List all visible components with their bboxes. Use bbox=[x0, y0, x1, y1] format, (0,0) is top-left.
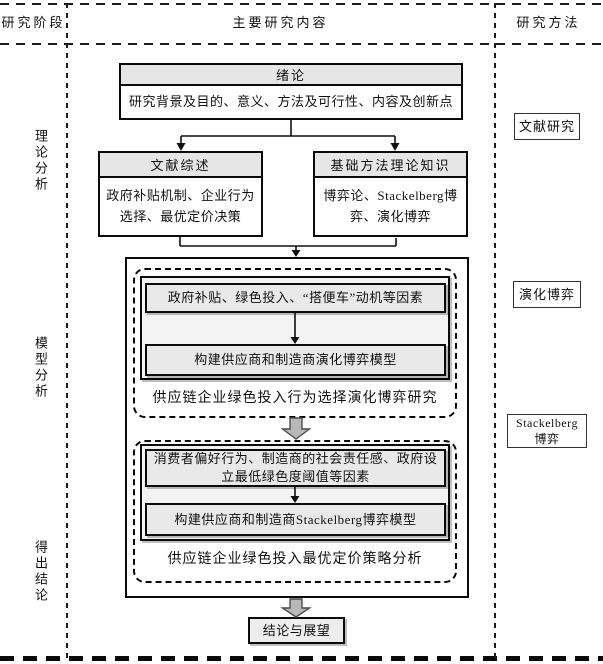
block-arrow-to-conclusion bbox=[280, 598, 312, 618]
stage-label-theory-analysis: 理论分析 bbox=[33, 129, 48, 193]
bottom-dashed-divider bbox=[0, 656, 603, 661]
merge-connector bbox=[179, 237, 397, 251]
stackelberg-model-box: 构建供应商和制造商Stackelberg博弈模型 bbox=[145, 503, 446, 536]
evolution-model-box: 构建供应商和制造商演化博弈模型 bbox=[145, 344, 446, 376]
method-box-literature-research: 文献研究 bbox=[514, 113, 580, 140]
literature-review-title: 文献综述 bbox=[100, 153, 261, 178]
literature-review-body: 政府补贴机制、企业行为选择、最优定价决策 bbox=[106, 188, 255, 224]
stage-label-conclusion: 得出结论 bbox=[33, 540, 48, 604]
header-dashed-divider bbox=[0, 43, 603, 45]
arrowhead-to-theory bbox=[390, 143, 400, 151]
column-header-content: 主要研究内容 bbox=[232, 15, 329, 30]
evolution-group-caption: 供应链企业绿色投入行为选择演化博弈研究 bbox=[152, 391, 438, 406]
arrowhead-to-model-container bbox=[291, 250, 301, 257]
column-header-stage: 研究阶段 bbox=[1, 15, 66, 30]
column-header-method: 研究方法 bbox=[516, 15, 581, 30]
basic-theory-title: 基础方法理论知识 bbox=[315, 153, 466, 178]
literature-review-box: 文献综述 政府补贴机制、企业行为选择、最优定价决策 bbox=[98, 151, 263, 237]
stage-label-model-analysis: 模型分析 bbox=[33, 336, 48, 400]
arrowhead-to-literature bbox=[176, 143, 186, 151]
intro-title: 绪论 bbox=[121, 65, 461, 86]
method-box-stackelberg-game: Stackelberg博弈 bbox=[507, 414, 587, 448]
stackelberg-group-caption: 供应链企业绿色投入最优定价策略分析 bbox=[167, 552, 423, 567]
conclusion-box: 结论与展望 bbox=[248, 617, 345, 644]
intro-body: 研究背景及目的、意义、方法及可行性、内容及创新点 bbox=[128, 93, 453, 109]
intro-split-connector bbox=[180, 120, 396, 144]
top-dashed-divider bbox=[0, 3, 603, 5]
method-box-evolutionary-game: 演化博弈 bbox=[513, 281, 581, 308]
basic-theory-body: 博弈论、Stackelberg博弈、演化博弈 bbox=[323, 188, 458, 224]
evolution-factors-box: 政府补贴、绿色投入、“搭便车”动机等因素 bbox=[145, 283, 446, 313]
intro-box: 绪论 研究背景及目的、意义、方法及可行性、内容及创新点 bbox=[119, 63, 463, 120]
right-column-divider bbox=[494, 3, 496, 658]
stackelberg-factors-box: 消费者偏好行为、制造商的社会责任感、政府设立最低绿色度阈值等因素 bbox=[145, 449, 446, 487]
basic-theory-box: 基础方法理论知识 博弈论、Stackelberg博弈、演化博弈 bbox=[313, 151, 468, 237]
left-column-divider bbox=[66, 3, 68, 658]
